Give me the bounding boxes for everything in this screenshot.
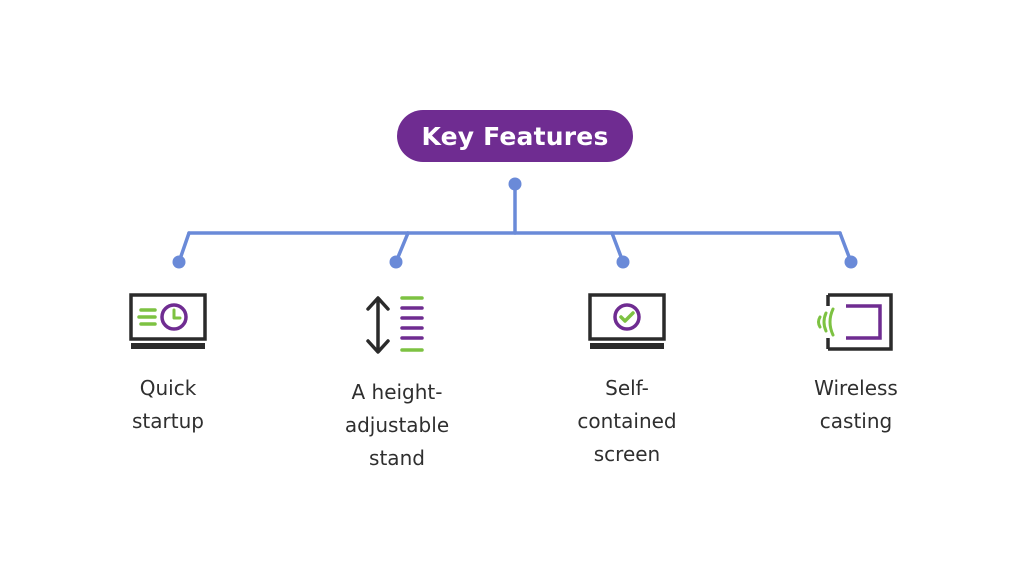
wireless-cast-icon <box>817 293 893 351</box>
branch-1-node <box>172 255 186 269</box>
feature-quick-startup: Quick startup <box>68 292 268 438</box>
trunk-node <box>508 177 522 191</box>
branch-3-node <box>616 255 630 269</box>
monitor-check-icon <box>588 293 666 349</box>
feature-label: Quick startup <box>132 376 204 433</box>
diagram-title: Key Features <box>421 121 609 151</box>
branch-4-node <box>844 255 858 269</box>
monitor-clock-icon <box>129 293 207 349</box>
feature-label: Self- contained screen <box>577 376 677 466</box>
feature-label: Wireless casting <box>814 376 898 433</box>
feature-height-adjustable-stand: A height- adjustable stand <box>297 292 497 475</box>
feature-label: A height- adjustable stand <box>344 380 450 470</box>
branch-2-node <box>389 255 403 269</box>
height-adjust-icon <box>366 296 424 354</box>
feature-self-contained-screen: Self- contained screen <box>527 292 727 471</box>
title-pill: Key Features <box>397 110 633 162</box>
feature-wireless-casting: Wireless casting <box>756 292 956 438</box>
